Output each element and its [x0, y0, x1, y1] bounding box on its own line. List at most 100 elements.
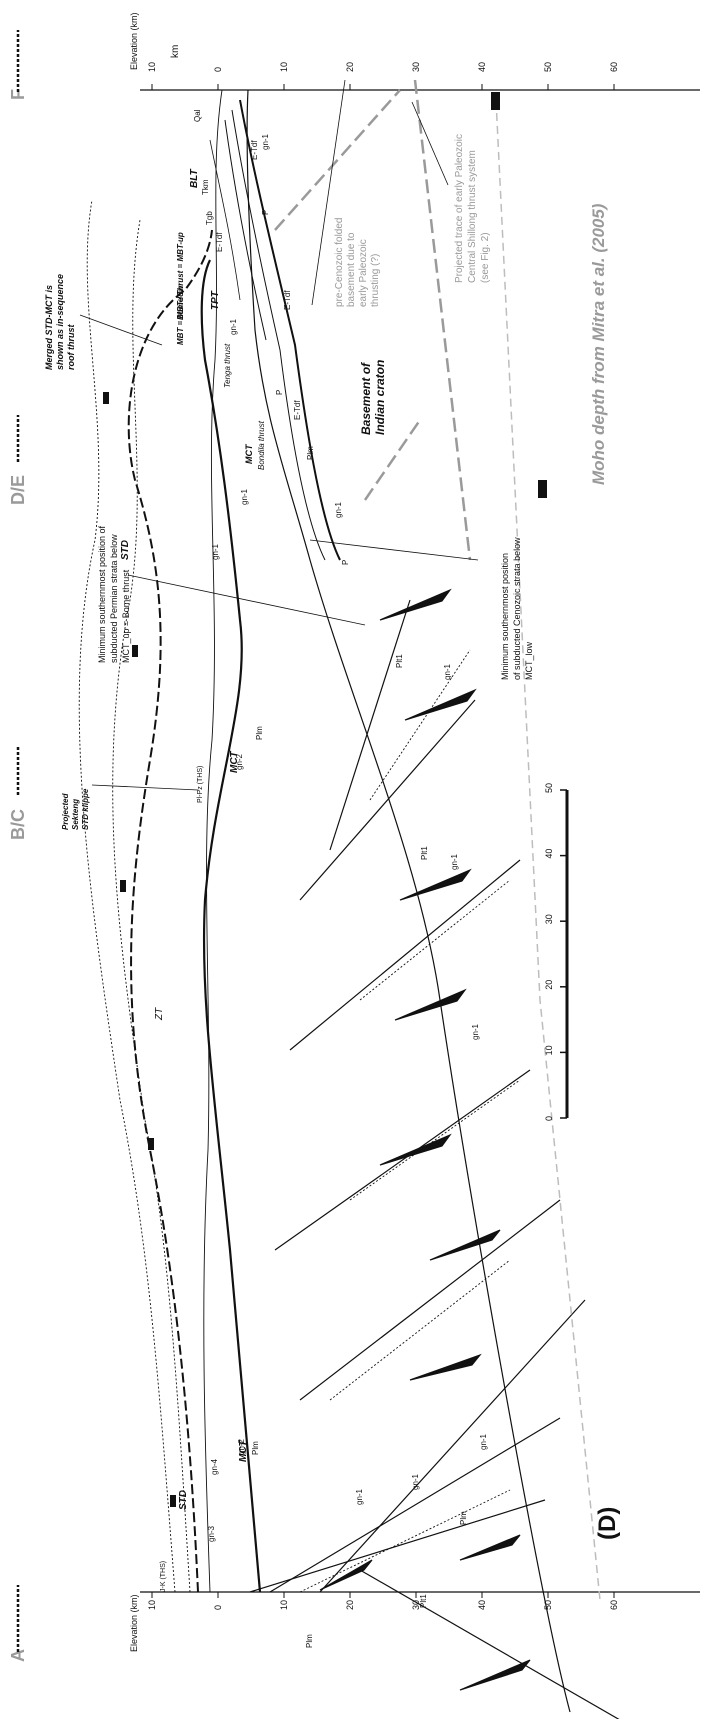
unit-gn1-k: gn-1 — [334, 501, 343, 518]
thrust-ramps — [249, 599, 620, 1719]
basal-decollement — [246, 89, 571, 1713]
unit-gn1-c: gn-1 — [479, 1433, 488, 1450]
min-permian-leader — [127, 574, 366, 626]
shillong-line-1: Projected trace of early Paleozoic — [454, 134, 465, 283]
unit-plt-b: Plt1 — [420, 846, 429, 860]
left-axis-tick-label-0: 10 — [147, 1600, 157, 1610]
shear-arrows — [319, 588, 531, 1691]
blt-label: BLT — [189, 168, 200, 188]
tenga-thrust-label: Tenga thrust — [223, 343, 232, 388]
unit-etdf-b: E-Tdf — [283, 290, 292, 310]
merged-note-line-2: shown as in-sequence — [55, 274, 65, 370]
precenozoic-line-2: basement due to — [346, 232, 357, 307]
mct-fault-trace — [200, 259, 262, 1593]
std-label: STD — [178, 1490, 189, 1510]
right-axis-tick-label-5: 40 — [477, 62, 487, 72]
right-axis-title: Elevation (km) — [129, 12, 139, 70]
basement-line-2: Indian craton — [373, 360, 387, 435]
unit-labels: gn-2 gn-2 gn-4 gn-3 gn-1 gn-1 gn-1 gn-1 … — [160, 109, 488, 1648]
merged-note-line-1: Merged STD-MCT is — [44, 285, 54, 370]
mct-main-label: MCT — [229, 750, 240, 773]
zt-label: ZT — [154, 1007, 165, 1021]
section-marker-bc-label: B/C — [8, 809, 28, 840]
bome-thrust-label: Bome Thrust = MBT-up — [176, 232, 185, 320]
mct-left-label: MCT — [238, 1439, 249, 1462]
unit-p-c: P — [261, 210, 270, 215]
sekteng-line-2: Sekteng — [71, 799, 80, 830]
std-fault-trace — [127, 229, 213, 1593]
unit-gn1-e: gn-1 — [450, 853, 459, 870]
min-permian-line-2: subducted Permian strata below — [109, 534, 119, 663]
right-axis-tick-label-1: 0 — [213, 67, 223, 72]
right-axis-tick-label-6: 50 — [543, 62, 553, 72]
unit-gn1-d: gn-1 — [471, 1023, 480, 1040]
scale-tick-label-3: 30 — [544, 914, 554, 924]
unit-gn1-f: gn-1 — [443, 663, 452, 680]
unit-plm-b: Plm — [251, 1441, 260, 1455]
unit-etdf-c: E-Tdf — [215, 232, 224, 252]
tpt-label: TPT — [210, 290, 221, 310]
upper-dotted-envelope — [78, 199, 176, 1593]
unit-etdf-d: E-Tdf — [250, 140, 259, 160]
section-marker-de-label: D/E — [8, 475, 28, 505]
precenozoic-line-1: pre-Cenozoic folded — [334, 218, 345, 308]
precenozoic-leader — [311, 79, 346, 306]
right-axis-tick-label-7: 60 — [609, 62, 619, 72]
left-axis-tick-label-5: 40 — [477, 1600, 487, 1610]
shillong-line-3: (see Fig. 2) — [480, 232, 491, 283]
unit-gn1-i: gn-1 — [229, 318, 238, 335]
thrust-ramps-dotted — [299, 649, 521, 1593]
scale-tick-label-0: 0 — [544, 1116, 554, 1121]
merged-note-leader — [79, 314, 163, 346]
merged-note-line-3: roof thrust — [66, 324, 76, 370]
moho-line — [495, 99, 601, 1601]
shillong-leader — [411, 101, 449, 186]
unit-plm-e: Plm — [459, 1511, 468, 1525]
unit-plt-c: Plt1 — [395, 654, 404, 668]
unit-p-b: P — [275, 390, 284, 395]
precenozoic-line-4: thrusting (?) — [370, 254, 381, 307]
bomdila-thrust-label: Bondila thrust — [257, 420, 266, 470]
unit-gn1-g: gn-1 — [211, 543, 220, 560]
left-axis-tick-label-3: 20 — [345, 1600, 355, 1610]
section-marker-bc: B/C — [8, 745, 28, 840]
section-marker-a-label: A — [8, 1649, 28, 1662]
unit-plm-a: Plm — [305, 1634, 314, 1648]
scale-tick-label-1: 10 — [544, 1045, 554, 1055]
sekteng-klippe-note: Projected Sekteng STD klippe — [61, 788, 90, 830]
left-axis-tick-label-7: 60 — [609, 1600, 619, 1610]
moho-label: Moho depth from Mitra et al. (2005) — [589, 203, 608, 485]
section-marker-f-label: F — [8, 89, 28, 100]
unit-jk: J-K (THS) — [160, 1561, 167, 1592]
min-permian-line-1: Minimum southernmost position of — [97, 525, 107, 663]
unit-p-a: P — [341, 560, 350, 565]
min-cenozoic-line-2: of subducted Cenozoic strata below — [512, 537, 522, 680]
unit-gn1-h: gn-1 — [240, 488, 249, 505]
scale-tick-label-5: 50 — [544, 783, 554, 793]
min-cenozoic-line-1: Minimum southernmost position — [500, 553, 510, 680]
min-cenozoic-leader — [309, 539, 479, 561]
moho-marker-middle — [538, 480, 547, 498]
right-axis-unit: km — [170, 45, 181, 58]
merged-std-mct-note: Merged STD-MCT is shown as in-sequence r… — [44, 274, 76, 370]
unit-plm-c: Plm — [255, 726, 264, 740]
shillong-line-2: Central Shillong thrust system — [467, 150, 478, 283]
unit-gn1-b: gn-1 — [411, 1473, 420, 1490]
precenozoic-line-3: early Paleozoic — [358, 239, 369, 307]
left-axis-title: Elevation (km) — [129, 1594, 139, 1652]
min-permian-line-3: MCT_up = Bome thrust — [121, 569, 131, 663]
unit-gn1-j: gn-1 — [261, 133, 270, 150]
unit-plt-a: Plt1 — [419, 1594, 428, 1608]
section-marker-de: D/E — [8, 415, 28, 505]
std-label-2: STD — [120, 540, 131, 560]
precenozoic-note: pre-Cenozoic folded basement due to earl… — [334, 218, 381, 308]
shillong-note: Projected trace of early Paleozoic Centr… — [454, 134, 491, 283]
unit-tkm: Tkm — [201, 179, 210, 195]
mbt-label: MBT = MBT-low — [176, 285, 185, 345]
mct-right-label: MCT — [244, 443, 254, 464]
scale-tick-label-2: 20 — [544, 980, 554, 990]
